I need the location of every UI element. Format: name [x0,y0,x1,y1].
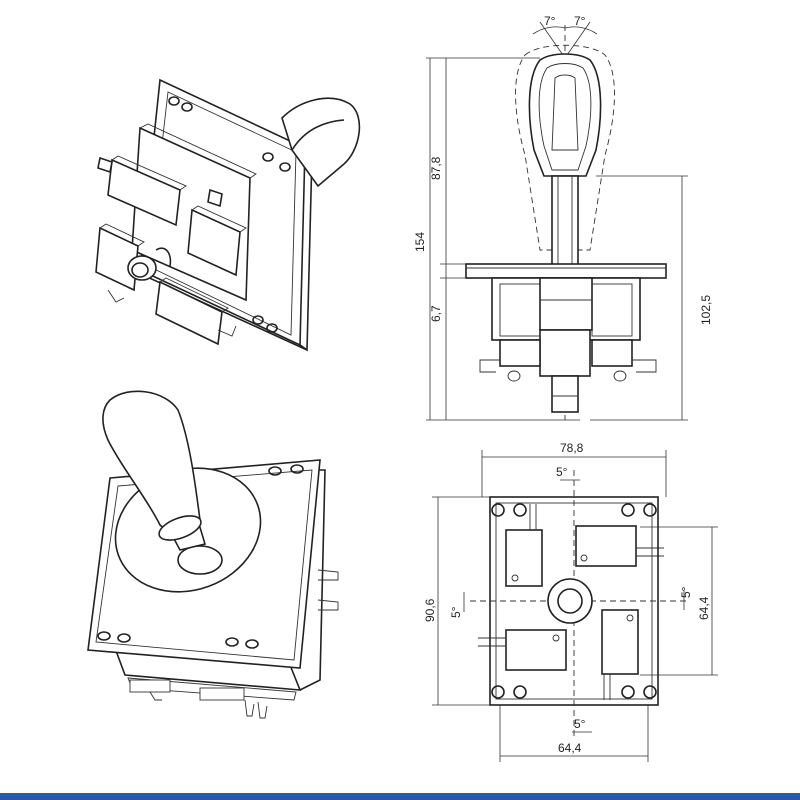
microswitch [97,155,187,227]
dim-angle-left: 7° [544,14,556,28]
mounting-hole [268,466,282,476]
dim-angle-right: 7° [574,14,586,28]
handle-knob [528,53,602,177]
bottom-bar [0,793,800,800]
shaft-end [551,375,579,413]
microswitch [155,277,237,346]
top-view [432,450,718,762]
side-section-view [426,21,688,421]
mounting-hole [168,96,180,106]
dim-height-lower: 102,5 [699,295,713,325]
shaft-collar [177,545,223,575]
mounting-hole [491,503,657,699]
microswitch [187,188,247,277]
isometric-rear-view [95,78,361,352]
microswitch [591,339,633,367]
microswitch [601,609,639,700]
dim-height-right: 64,4 [697,596,711,620]
microswitch [95,223,145,303]
handle-shaft [551,175,579,277]
dim-height-left: 90,6 [423,598,437,622]
dim-width-top: 78,8 [560,441,584,455]
dim-height-total: 154 [413,232,427,252]
mounting-flange [465,263,667,279]
dim-flange-thickness: 6,7 [429,305,443,322]
actuator [539,329,591,377]
microswitch [575,525,664,567]
dim-height-upper: 87,8 [429,156,443,180]
dim-angle-bottom: 5° [574,717,586,731]
isometric-front-view [87,390,339,719]
dim-angle-top: 5° [556,465,568,479]
microswitch [499,339,541,367]
microswitch [478,629,567,671]
dim-width-bottom: 64,4 [558,741,582,755]
dim-angle-left-side: 5° [449,606,463,618]
microswitch [505,504,543,587]
dim-angle-right-side: 5° [679,586,693,598]
